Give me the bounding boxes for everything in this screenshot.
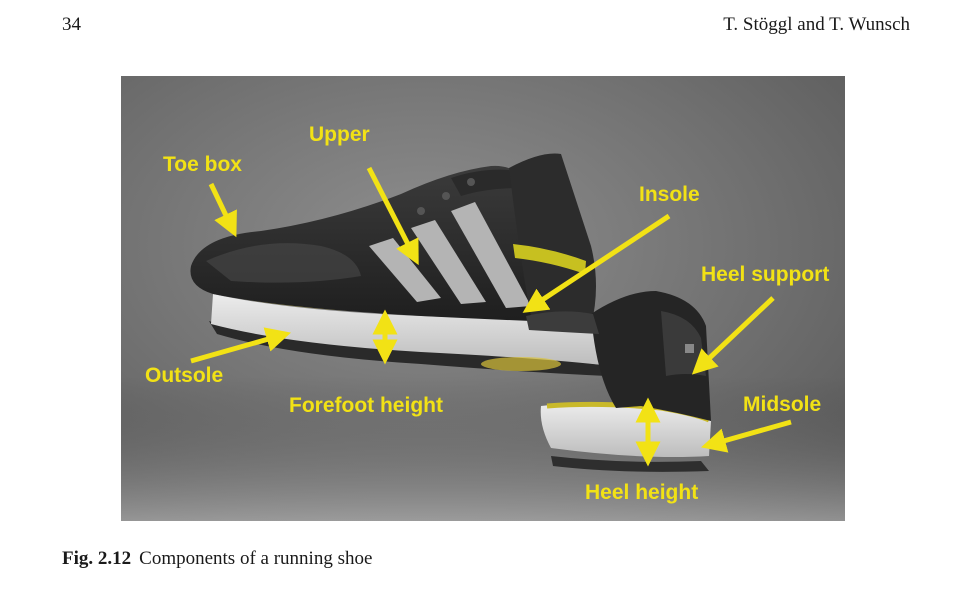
three-stripes [369,202,531,308]
shoe-illustration: Upper Toe box Insole Heel support Outsol… [121,76,845,521]
upper-arrow [366,166,419,266]
figure-caption: Fig. 2.12 Components of a running shoe [62,548,372,570]
tongue-collar [509,153,596,326]
label-toe-box: Toe box [163,153,242,176]
insole-arrow [522,213,671,313]
label-arrows [190,166,792,467]
label-heel-height: Heel height [585,481,698,504]
heel-support-arrow [691,296,775,375]
label-forefoot-height: Forefoot height [289,394,443,417]
outsole-arrow [190,327,292,364]
running-shoe-figure: Upper Toe box Insole Heel support Outsol… [121,76,845,521]
label-outsole: Outsole [145,364,223,387]
insole-area [526,311,599,334]
label-midsole: Midsole [743,393,821,416]
toe-box-arrow [208,182,237,238]
page-number: 34 [62,14,81,35]
figure-number: Fig. 2.12 [62,548,132,569]
label-heel-support: Heel support [701,263,829,286]
label-upper: Upper [309,123,370,146]
midsole-arrow [700,419,792,453]
caption-text: Components of a running shoe [139,548,373,569]
label-insole: Insole [639,183,700,206]
running-head-authors: T. Stöggl and T. Wunsch [723,14,910,35]
